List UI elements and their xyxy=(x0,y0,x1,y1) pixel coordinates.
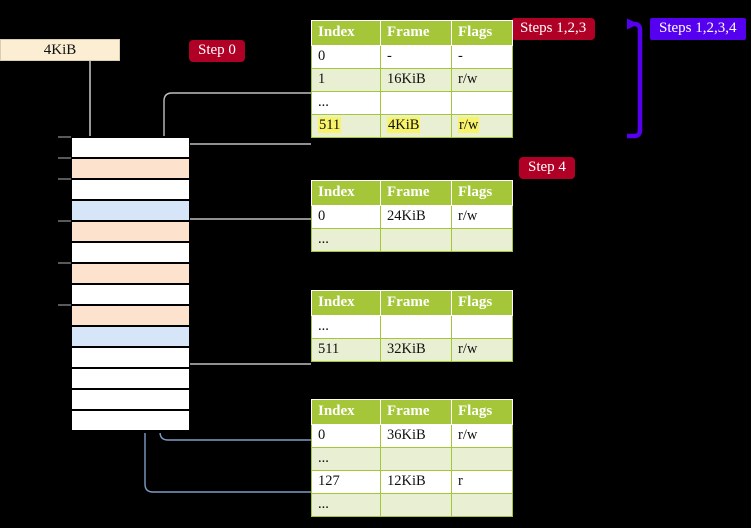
table-row: ... xyxy=(311,493,513,517)
cell-index: 0 xyxy=(311,205,381,229)
highlight-span: r/w xyxy=(458,117,480,133)
cell-frame: 32KiB xyxy=(380,338,452,362)
column-header-flags: Flags xyxy=(451,399,513,425)
column-header-index: Index xyxy=(311,399,381,425)
frame-size-box: 4KiB xyxy=(0,39,120,61)
cell-index: 0 xyxy=(311,424,381,448)
table-row: ... xyxy=(311,228,513,252)
cell-index: 511 xyxy=(311,114,381,138)
cell-index: ... xyxy=(311,315,381,339)
memory-frame-row xyxy=(72,327,189,348)
memory-tick-mark xyxy=(58,157,71,159)
highlight-span: 4KiB xyxy=(387,117,421,133)
cell-flags: - xyxy=(451,45,513,69)
badge-steps-1234: Steps 1,2,3,4 xyxy=(650,18,746,41)
column-header-frame: Frame xyxy=(380,180,452,206)
column-header-flags: Flags xyxy=(451,20,513,46)
cell-flags: r/w xyxy=(451,205,513,229)
badge-step-4: Step 4 xyxy=(519,157,575,180)
memory-frame-row xyxy=(72,390,189,411)
cell-frame: - xyxy=(380,45,452,69)
memory-frame-row xyxy=(72,369,189,390)
cell-frame: 4KiB xyxy=(380,114,452,138)
memory-frame-row xyxy=(72,306,189,327)
column-header-flags: Flags xyxy=(451,180,513,206)
cell-frame: 16KiB xyxy=(380,68,452,92)
cell-flags xyxy=(451,315,513,339)
cell-flags xyxy=(451,228,513,252)
table-row: ... xyxy=(311,315,513,339)
cell-flags xyxy=(451,447,513,471)
cell-index: 511 xyxy=(311,338,381,362)
table-row: ... xyxy=(311,91,513,115)
cell-flags: r/w xyxy=(451,114,513,138)
physical-memory-column xyxy=(71,136,190,433)
cell-flags: r/w xyxy=(451,424,513,448)
memory-tick-mark xyxy=(58,262,71,264)
memory-frame-row xyxy=(72,159,189,180)
cell-flags xyxy=(451,91,513,115)
memory-frame-row xyxy=(72,411,189,432)
memory-frame-row xyxy=(72,138,189,159)
cell-frame: 12KiB xyxy=(380,470,452,494)
cell-index: ... xyxy=(311,493,381,517)
table-row: 0-- xyxy=(311,45,513,69)
cell-index: 1 xyxy=(311,68,381,92)
badge-steps-123: Steps 1,2,3 xyxy=(511,18,596,41)
cell-frame: 24KiB xyxy=(380,205,452,229)
column-header-frame: Frame xyxy=(380,20,452,46)
memory-tick-mark xyxy=(58,178,71,180)
table-row: ... xyxy=(311,447,513,471)
memory-frame-row xyxy=(72,264,189,285)
column-header-index: Index xyxy=(311,20,381,46)
cell-flags: r/w xyxy=(451,338,513,362)
memory-frame-row xyxy=(72,222,189,243)
column-header-index: Index xyxy=(311,290,381,316)
memory-frame-row xyxy=(72,201,189,222)
column-header-index: Index xyxy=(311,180,381,206)
cell-frame xyxy=(380,493,452,517)
cell-flags xyxy=(451,493,513,517)
cell-index: ... xyxy=(311,91,381,115)
column-header-frame: Frame xyxy=(380,290,452,316)
memory-tick-mark xyxy=(58,220,71,222)
cell-index: ... xyxy=(311,228,381,252)
cell-frame: 36KiB xyxy=(380,424,452,448)
memory-frame-row xyxy=(72,285,189,306)
badge-step-0: Step 0 xyxy=(189,40,245,63)
highlight-span: 511 xyxy=(318,117,342,133)
cell-frame xyxy=(380,91,452,115)
cell-index: 0 xyxy=(311,45,381,69)
cell-frame xyxy=(380,228,452,252)
memory-frame-row xyxy=(72,348,189,369)
cell-index: ... xyxy=(311,447,381,471)
column-header-flags: Flags xyxy=(451,290,513,316)
memory-frame-row xyxy=(72,180,189,201)
memory-frame-row xyxy=(72,243,189,264)
cell-index: 127 xyxy=(311,470,381,494)
memory-tick-mark xyxy=(58,304,71,306)
table-row: 511 4KiB r/w xyxy=(311,114,513,138)
cell-flags: r/w xyxy=(451,68,513,92)
cell-frame xyxy=(380,447,452,471)
column-header-frame: Frame xyxy=(380,399,452,425)
violet-bracket-arrow xyxy=(627,18,643,139)
cell-frame xyxy=(380,315,452,339)
memory-tick-mark xyxy=(58,136,71,138)
cell-flags: r xyxy=(451,470,513,494)
